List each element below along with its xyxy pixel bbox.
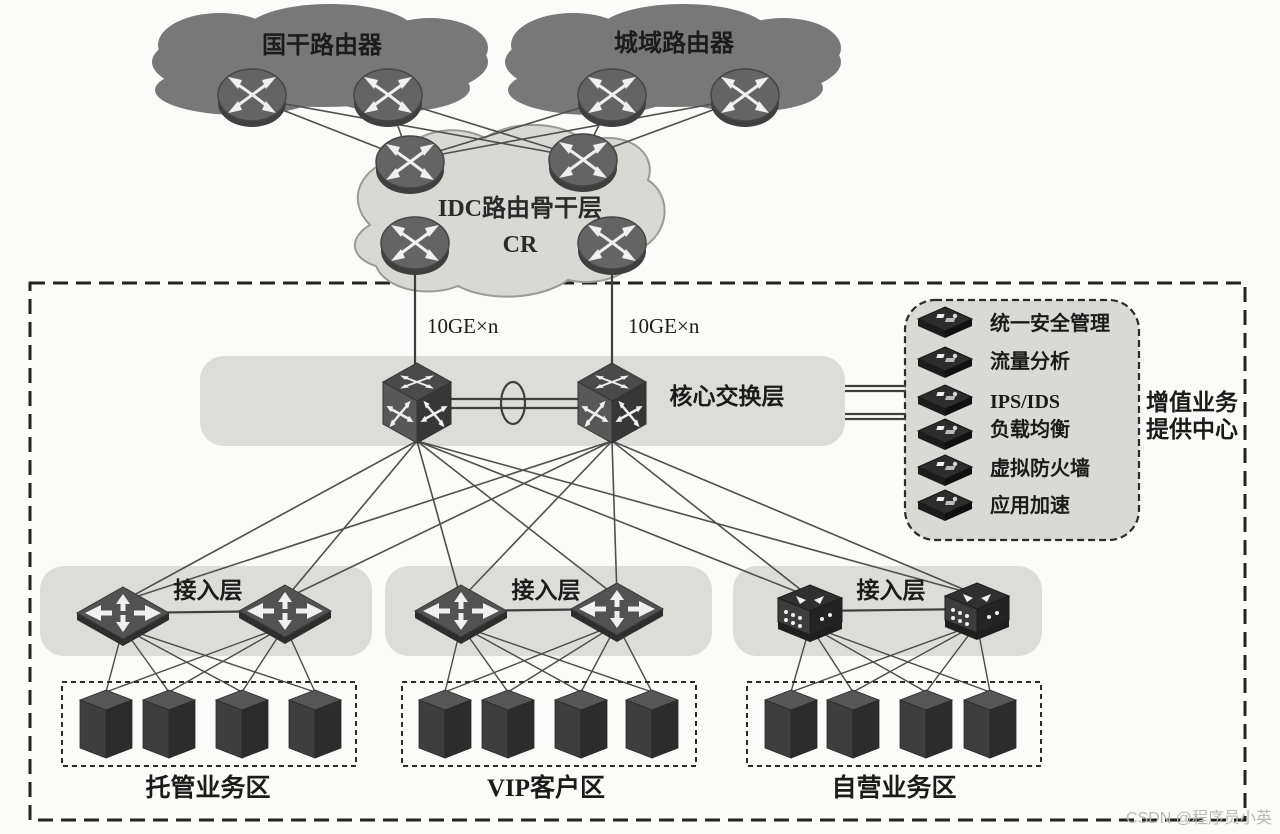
idc-cr-router-icon [576, 215, 648, 277]
metro-cloud [505, 4, 841, 115]
idc-cr-router-icon [379, 215, 451, 277]
idc-router-icon [374, 134, 446, 196]
core-layer-band [200, 356, 845, 446]
zone-label-vip: VIP客户区 [487, 773, 605, 802]
access-layer-label-2: 接入层 [512, 578, 581, 603]
access-layer-label-3: 接入层 [857, 578, 926, 603]
server-icon [764, 689, 818, 759]
access-layer-label-1: 接入层 [174, 578, 243, 603]
server-icon [418, 689, 472, 759]
national-backbone-label: 国干路由器 [262, 31, 383, 59]
service-label-virtual-firewall: 虚拟防火墙 [990, 456, 1090, 480]
watermark: CSDN @程序员小英 [1126, 809, 1272, 827]
zone-label-hosting: 托管业务区 [145, 773, 270, 802]
idc-boundary-box [28, 281, 1247, 822]
idc-router-icon [547, 132, 619, 194]
service-label-application-acceleration: 应用加速 [990, 493, 1070, 517]
router-icon [709, 67, 781, 129]
router-icon [216, 67, 288, 129]
core-layer-label: 核心交换层 [670, 383, 785, 409]
value-added-center-title-line2: 提供中心 [1146, 416, 1238, 442]
server-icon [625, 689, 679, 759]
server-icon [963, 689, 1017, 759]
core-interconnect-link [451, 380, 578, 426]
national-backbone-cloud [152, 4, 488, 115]
zone-boundary-box-1 [61, 681, 357, 767]
ring-icon [499, 380, 527, 426]
server-icon [826, 689, 880, 759]
server-icon [288, 689, 342, 759]
service-label-ips-ids: IPS/IDS [990, 391, 1060, 413]
uplink-left-label: 10GE×n [427, 314, 499, 338]
zone-label-self-operated: 自营业务区 [831, 774, 956, 802]
router-icon [352, 67, 424, 129]
service-label-traffic-analysis: 流量分析 [990, 349, 1070, 373]
value-added-center-title-line1: 增值业务 [1146, 389, 1239, 415]
server-icon [142, 689, 196, 759]
server-icon [554, 689, 608, 759]
server-icon [215, 689, 269, 759]
service-label-load-balancing: 负载均衡 [990, 417, 1070, 441]
zone-boundary-box-2 [401, 681, 697, 767]
core-to-access-links [122, 440, 978, 602]
idc-backbone-label: IDC路由骨干层 [438, 194, 602, 222]
metro-label: 城域路由器 [614, 29, 735, 57]
core-to-services-links [845, 384, 906, 421]
server-icon [899, 689, 953, 759]
zone-boundary-box-3 [746, 681, 1042, 767]
service-label-unified-security-management: 统一安全管理 [990, 311, 1110, 335]
server-icon [481, 689, 535, 759]
uplink-right-label: 10GE×n [628, 314, 700, 338]
idc-cr-label: CR [503, 232, 538, 258]
router-icon [576, 67, 648, 129]
server-icon [79, 689, 133, 759]
